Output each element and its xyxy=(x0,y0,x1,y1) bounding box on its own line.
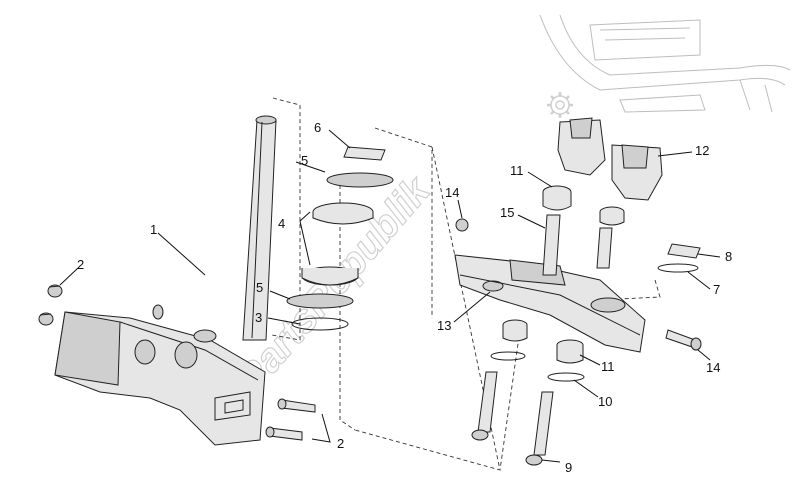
callout-labels: 1 2 2 3 4 5 5 6 7 8 9 10 11 11 12 13 14 … xyxy=(77,120,732,475)
callout-14-upper: 14 xyxy=(445,185,459,200)
lower-triple-clamp xyxy=(54,304,266,446)
callout-7: 7 xyxy=(713,282,720,297)
callout-15: 15 xyxy=(500,205,514,220)
callout-4: 4 xyxy=(278,216,285,231)
callout-5-lower: 5 xyxy=(256,280,263,295)
cap-and-seal xyxy=(657,243,701,273)
handlebar-ghost xyxy=(539,14,791,113)
callout-2-upper: 2 xyxy=(77,257,84,272)
callout-8: 8 xyxy=(725,249,732,264)
callout-3: 3 xyxy=(255,310,262,325)
bolt-set-left xyxy=(38,284,63,326)
small-bush-14 xyxy=(455,218,469,232)
steering-stem xyxy=(242,115,277,341)
callout-1: 1 xyxy=(150,222,157,237)
callout-6: 6 xyxy=(314,120,321,135)
bushes-11 xyxy=(502,185,625,364)
callout-14-lower: 14 xyxy=(706,360,720,375)
long-bolts xyxy=(471,329,702,466)
callout-11-upper: 11 xyxy=(510,163,524,178)
spacers-15 xyxy=(542,214,613,276)
callout-11-lower: 11 xyxy=(601,359,615,374)
washer-5-lower xyxy=(286,293,354,309)
callout-13: 13 xyxy=(437,318,451,333)
bearing-stack xyxy=(286,146,394,331)
leader-lines xyxy=(59,129,721,463)
watermark-logo: PartsRepublik xyxy=(228,92,573,402)
callout-9: 9 xyxy=(565,460,572,475)
callout-12: 12 xyxy=(695,143,709,158)
callout-5-upper: 5 xyxy=(301,153,308,168)
washers-10 xyxy=(490,351,585,382)
gear-icon xyxy=(547,92,573,118)
handlebar-risers xyxy=(557,117,663,201)
seal-3 xyxy=(291,317,349,331)
callout-10: 10 xyxy=(598,394,612,409)
callout-2-lower: 2 xyxy=(337,436,344,451)
pinch-bolts xyxy=(265,398,316,441)
washer-5-upper xyxy=(326,172,394,188)
ring-nut-6 xyxy=(343,146,386,161)
